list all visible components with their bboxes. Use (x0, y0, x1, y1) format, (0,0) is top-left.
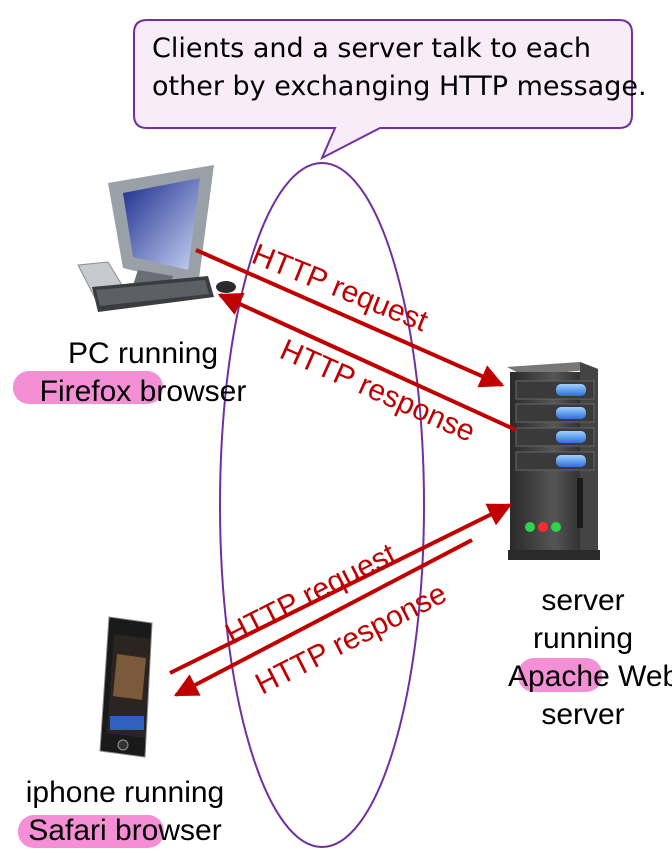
server-apache-text: Apache (508, 660, 610, 693)
phone-browser-rest-text: rowser (131, 814, 222, 847)
phone-browser-highlight-text: Safari b (28, 814, 132, 847)
server-label-line-1: server (541, 584, 625, 617)
pc-label-line-1: PC running (67, 337, 219, 370)
ellipse-outline (219, 162, 425, 848)
pc-response-arrow (217, 293, 517, 432)
callout-line-2: other by exchanging HTTP message. (152, 71, 647, 102)
server-label: server running Apache Web server (508, 582, 672, 734)
pc-icon (77, 165, 236, 312)
pc-label-line-2: Firefox browser (18, 373, 268, 411)
server-label-line-4: server (541, 698, 625, 731)
pc-response-label: HTTP response (275, 333, 480, 448)
phone-label: iphone running Safari browser (0, 774, 250, 850)
callout-line-1: Clients and a server talk to each (152, 33, 592, 64)
phone-label-line-2: Safari browser (0, 812, 250, 850)
apache-highlight (518, 658, 602, 692)
server-label-line-2: running (532, 622, 634, 655)
callout-text: Clients and a server talk to each other … (152, 30, 647, 106)
callout-bubble (133, 19, 633, 161)
safari-highlight (18, 815, 164, 848)
firefox-highlight (13, 371, 163, 404)
pc-request-arrow (195, 248, 505, 388)
server-web-text: Web (618, 660, 672, 693)
iphone-icon (99, 616, 153, 758)
phone-request-arrow (169, 503, 513, 675)
pc-request-label: HTTP request (247, 238, 433, 339)
pc-browser-rest-text: rowser (156, 375, 247, 408)
pc-label: PC running Firefox browser (18, 335, 268, 411)
phone-label-line-1: iphone running (25, 776, 225, 809)
phone-response-arrow (173, 538, 473, 697)
server-icon (507, 362, 600, 560)
pc-browser-highlight-text: Firefox b (39, 375, 157, 408)
server-label-line-3: Apache Web (508, 658, 672, 696)
